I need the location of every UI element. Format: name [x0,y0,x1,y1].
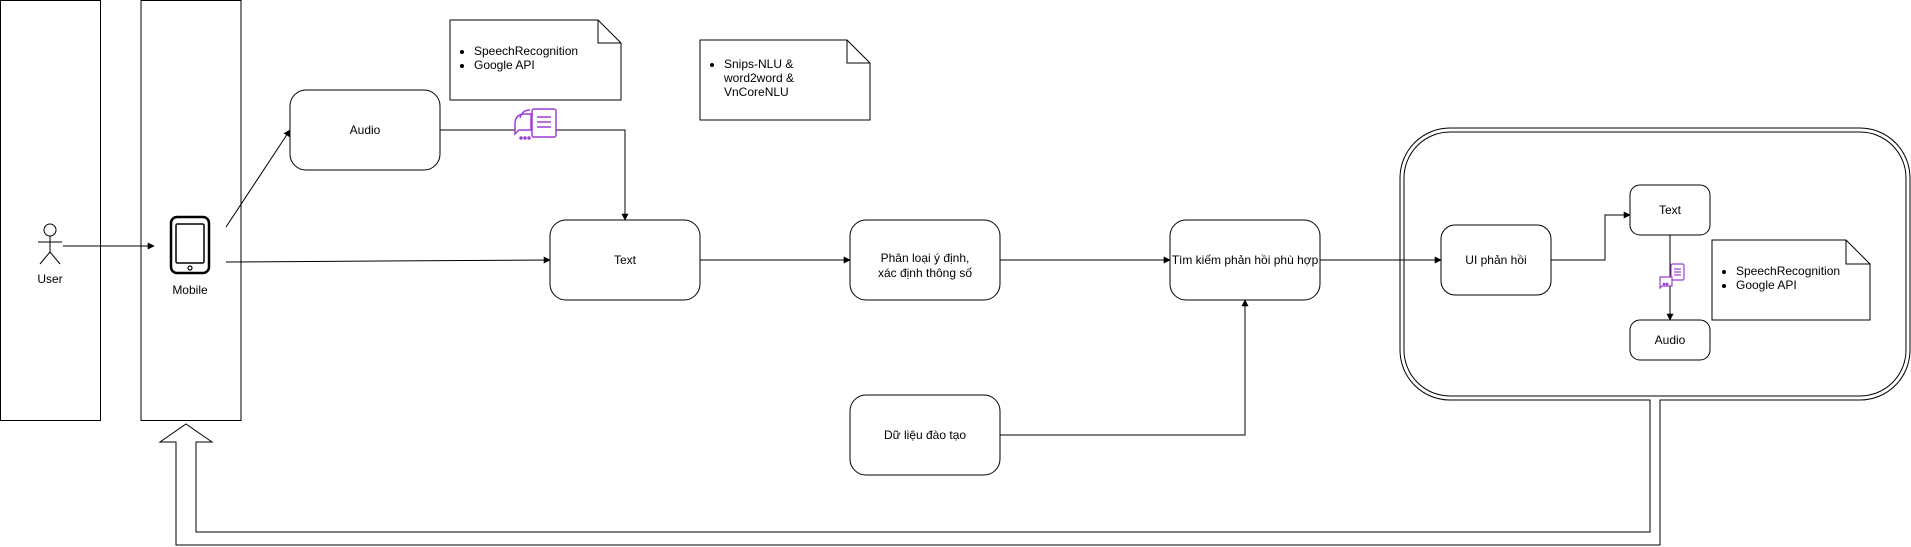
note-stt-item: Google API [474,58,612,72]
return-arrow-outer [158,400,1661,546]
intent-node-label-1: Phân loại ý định, [881,251,970,265]
note-stt-item: SpeechRecognition [474,44,612,58]
mobile-phone-icon [169,215,211,275]
user-actor-icon [38,223,62,265]
edge-training-search [1000,299,1249,436]
edge-mobile-audio [225,129,291,228]
note-stt: SpeechRecognition Google API [450,20,621,100]
mobile-label: Mobile [172,283,208,297]
ui-response-label: UI phản hồi [1465,253,1526,267]
note-nlu-item: Snips-NLU & [724,57,862,71]
out-audio-label: Audio [1655,333,1686,347]
intent-node-label-2: xác định thông số [878,266,972,280]
response-container-inner [1403,131,1907,397]
note-tts: SpeechRecognition Google API [1712,240,1874,320]
speech-to-text-icon [514,108,557,140]
user-lane [0,0,101,421]
text-node-label: Text [614,253,637,267]
edge-mobile-text [225,256,551,264]
out-text-label: Text [1659,203,1682,217]
note-tts-item: Google API [1736,278,1874,292]
edge-audio-text [440,129,629,221]
text-to-speech-icon [1659,263,1685,290]
note-nlu: Snips-NLU & word2word & VnCoreNLU [700,40,870,120]
note-nlu-item: VnCoreNLU [724,85,789,99]
training-data-label: Dữ liệu đào tạo [884,428,966,442]
note-tts-item: SpeechRecognition [1736,264,1874,278]
edge-ui-outtext [1551,211,1631,261]
search-node-label: Tìm kiếm phản hồi phù hợp [1172,253,1319,267]
note-nlu-item: word2word & [724,71,795,85]
user-label: User [37,272,62,286]
mobile-lane [140,0,242,421]
audio-node-label: Audio [350,123,381,137]
